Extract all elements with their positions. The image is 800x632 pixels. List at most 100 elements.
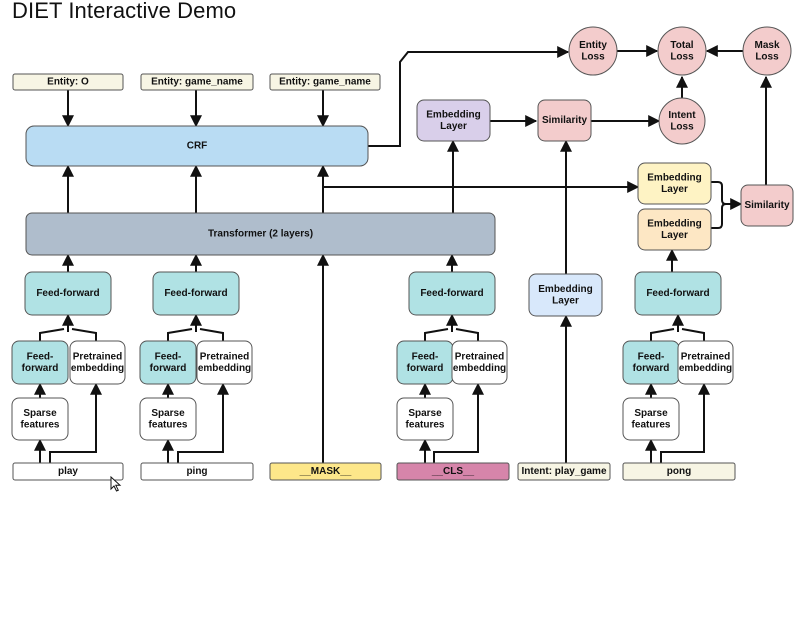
input-play-box xyxy=(12,462,124,481)
pretrained-embedding-play xyxy=(69,340,126,385)
feed-forward-small-cls-label: forward xyxy=(407,363,444,374)
embedding-layer-intent-box-label: Embedding xyxy=(538,284,592,295)
total-loss-node xyxy=(657,26,707,76)
embedding-layer-top-box-label: Layer xyxy=(440,121,467,132)
nodes-layer: Entity: O Entity: game_name Entity: game_n… xyxy=(11,26,794,481)
transformer-box-label: Transformer (2 layers) xyxy=(208,229,313,240)
pretrained-embedding-cls-label: embedding xyxy=(453,363,506,374)
sparse-features-play-label: Sparse xyxy=(23,408,57,419)
entity-o-box xyxy=(12,73,124,91)
sparse-features-pong-label: Sparse xyxy=(634,408,668,419)
sparse-features-pong-label: features xyxy=(632,419,671,430)
pretrained-embedding-cls-label: Pretrained xyxy=(455,351,504,362)
similarity-top-box xyxy=(537,99,592,142)
entity-o-box-label: Entity: O xyxy=(47,77,89,88)
feed-forward-small-ping xyxy=(139,340,197,385)
intent-loss-node-label: Intent xyxy=(668,110,696,121)
pretrained-embedding-pong-label: embedding xyxy=(679,363,732,374)
arrow-merge-left-ping xyxy=(167,328,193,341)
feed-forward-ping xyxy=(152,271,240,316)
input-cls-box xyxy=(396,462,510,481)
intent-loss-node xyxy=(658,97,706,145)
arrow-input-to-pretrained-play xyxy=(49,382,102,463)
mask-loss-node-label: Mask xyxy=(754,40,779,51)
edges-layer xyxy=(34,45,772,463)
arrow-merge-right-cls xyxy=(455,328,479,341)
pretrained-embedding-play-label: Pretrained xyxy=(73,351,122,362)
transformer-box xyxy=(25,212,496,256)
feed-forward-small-pong-label: Feed- xyxy=(638,351,665,362)
input-pong-box-label: pong xyxy=(667,466,691,477)
mask-loss-node-label: Loss xyxy=(755,51,779,62)
entity-loss-node xyxy=(568,26,618,76)
arrow-merge-left-cls xyxy=(424,328,449,341)
pretrained-embedding-ping-label: embedding xyxy=(198,363,251,374)
total-loss-node-label: Loss xyxy=(670,51,694,62)
arrow-merge-right-ping xyxy=(199,328,224,341)
sparse-features-cls xyxy=(396,397,454,441)
entity-game-name-box-2 xyxy=(269,73,381,91)
entity-game-name-box-2-label: Entity: game_name xyxy=(279,77,371,88)
sparse-features-ping xyxy=(139,397,197,441)
arrow-input-to-pretrained-cls xyxy=(433,382,484,463)
embedding-layer-orange-box-label: Layer xyxy=(661,230,688,241)
page-title: DIET Interactive Demo xyxy=(12,0,237,23)
pretrained-embedding-ping xyxy=(196,340,253,385)
sparse-features-play xyxy=(11,397,69,441)
total-loss-node-label: Total xyxy=(670,40,693,51)
embedding-layer-top-box-label: Embedding xyxy=(426,109,480,120)
feed-forward-small-ping-label: Feed- xyxy=(155,351,182,362)
entity-loss-node-label: Loss xyxy=(581,51,605,62)
entity-game-name-box-1 xyxy=(140,73,254,91)
feed-forward-small-cls-label: Feed- xyxy=(412,351,439,362)
feed-forward-cls xyxy=(408,271,496,316)
entity-loss-node-label: Entity xyxy=(579,40,607,51)
pretrained-embedding-pong-label: Pretrained xyxy=(681,351,730,362)
feed-forward-play xyxy=(24,271,112,316)
feed-forward-ping-label: Feed-forward xyxy=(164,288,227,299)
arrow-input-to-pretrained-pong xyxy=(660,382,710,463)
embedding-layer-intent-box xyxy=(528,273,603,317)
feed-forward-small-play-label: forward xyxy=(22,363,59,374)
embedding-layer-yellow-box xyxy=(637,162,712,205)
similarity-top-box-label: Similarity xyxy=(542,115,587,126)
feed-forward-small-pong-label: forward xyxy=(633,363,670,374)
arrow-input-to-pretrained-ping xyxy=(177,382,229,463)
feed-forward-pong xyxy=(634,271,722,316)
pretrained-embedding-play-label: embedding xyxy=(71,363,124,374)
embedding-layer-yellow-box-label: Layer xyxy=(661,184,688,195)
arrow-merge-left-play xyxy=(39,328,65,341)
feed-forward-small-play xyxy=(11,340,69,385)
feed-forward-pong-label: Feed-forward xyxy=(646,288,709,299)
input-pong-box xyxy=(622,462,736,481)
input-intent-box-label: Intent: play_game xyxy=(521,466,606,477)
entity-game-name-box-1-label: Entity: game_name xyxy=(151,77,243,88)
sparse-features-play-label: features xyxy=(21,419,60,430)
input-ping-box-label: ping xyxy=(186,466,207,477)
input-mask-box-label: __MASK__ xyxy=(299,466,352,477)
feed-forward-small-play-label: Feed- xyxy=(27,351,54,362)
embedding-layer-yellow-box-label: Embedding xyxy=(647,172,701,183)
embedding-layer-orange-box xyxy=(637,208,712,251)
intent-loss-node-label: Loss xyxy=(670,121,694,132)
similarity-right-box-label: Similarity xyxy=(744,200,789,211)
input-cls-box-label: __CLS__ xyxy=(431,466,475,477)
sparse-features-cls-label: Sparse xyxy=(408,408,442,419)
mask-loss-node xyxy=(742,26,792,76)
input-mask-box xyxy=(269,462,382,481)
arrow-merge-left-pong xyxy=(650,328,675,341)
arrow-merge-right-pong xyxy=(681,328,705,341)
input-play-box-label: play xyxy=(58,466,78,477)
crf-box-label: CRF xyxy=(187,141,208,152)
feed-forward-play-label: Feed-forward xyxy=(36,288,99,299)
pretrained-embedding-pong xyxy=(677,340,734,385)
mouse-cursor-icon xyxy=(110,476,122,492)
similarity-right-box xyxy=(740,184,794,227)
input-intent-box xyxy=(517,462,611,481)
crf-box xyxy=(25,125,369,167)
arrow-merge-right-play xyxy=(71,328,97,341)
input-ping-box xyxy=(140,462,254,481)
sparse-features-cls-label: features xyxy=(406,419,445,430)
sparse-features-ping-label: Sparse xyxy=(151,408,185,419)
arrow-mask-to-embedding-yellow xyxy=(322,181,640,213)
